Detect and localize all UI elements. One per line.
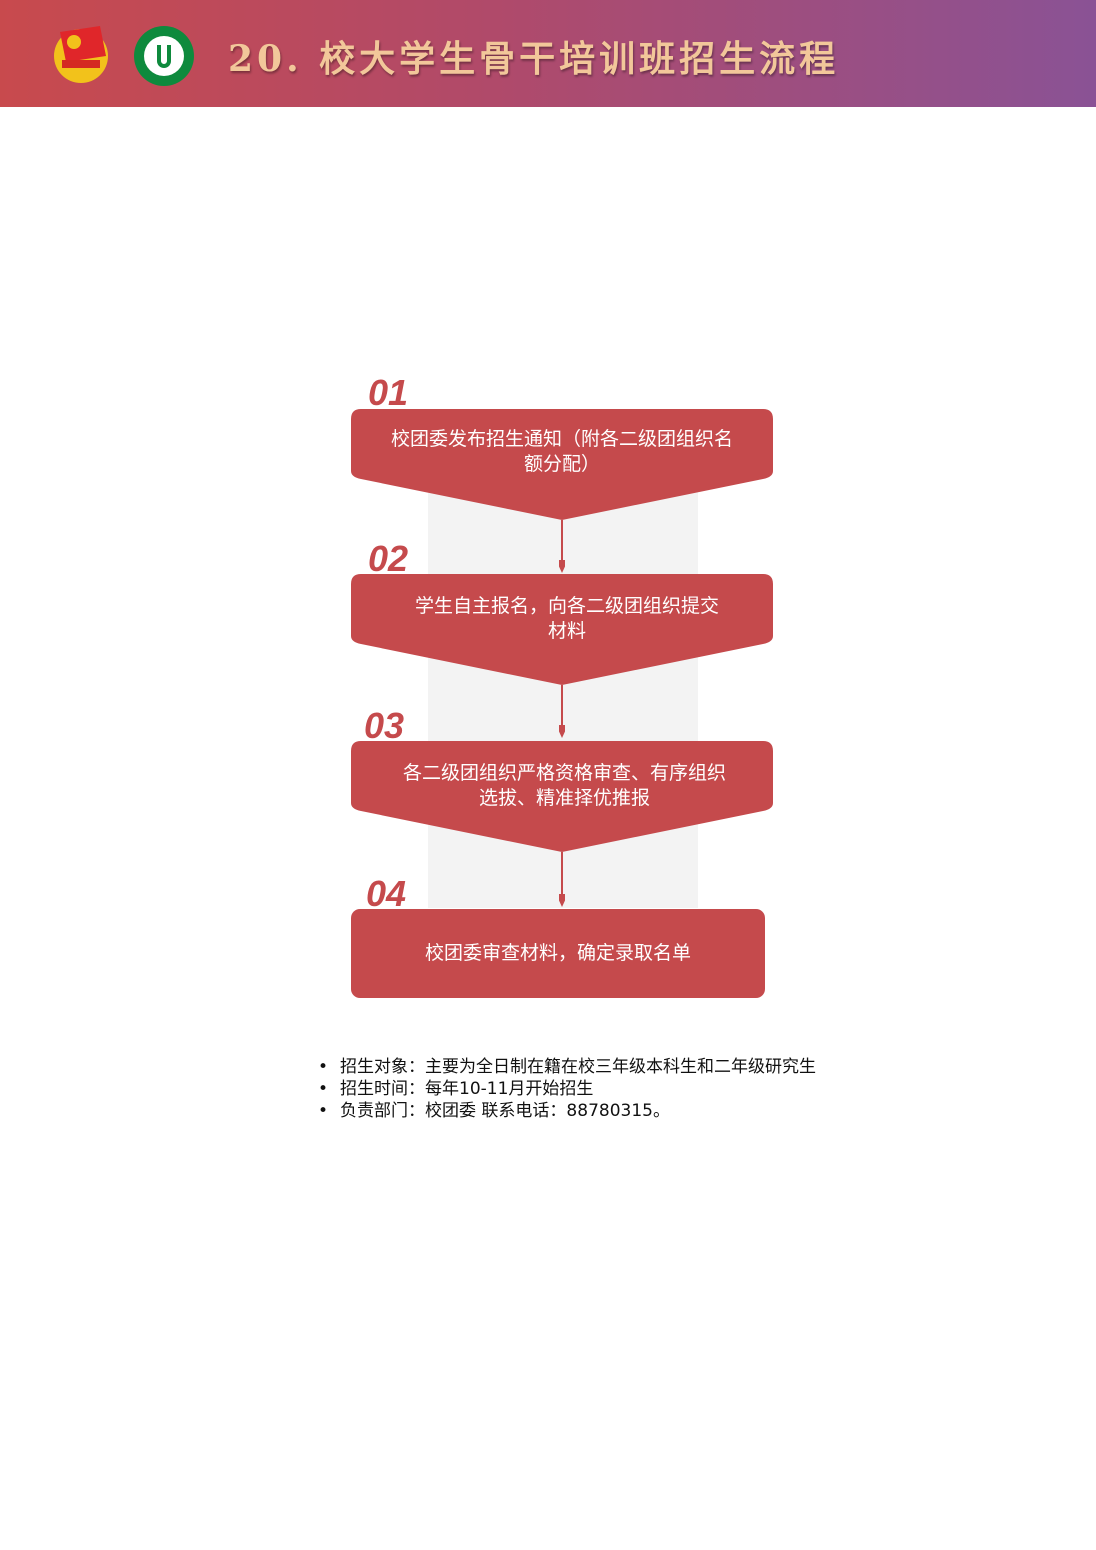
page-title: 20. 校大学生骨干培训班招生流程: [228, 38, 840, 80]
jiangsu-university-logo-icon: [134, 26, 194, 86]
step-text: 校团委审查材料，确定录取名单: [424, 942, 691, 964]
arrow-down-icon: [559, 685, 565, 738]
flow-step-1: 校团委发布招生通知（附各二级团组织名额分配）: [351, 409, 773, 521]
step-text: 学生自主报名，向各二级团组织提交材料: [414, 595, 719, 642]
step-text: 各二级团组织严格资格审查、有序组织选拔、精准择优推报: [402, 762, 726, 809]
note-time: 招生时间：每年10-11月开始招生: [318, 1078, 816, 1100]
flow-step-2: 学生自主报名，向各二级团组织提交材料: [351, 574, 773, 686]
step-number: 02: [368, 538, 409, 579]
step-text: 校团委发布招生通知（附各二级团组织名额分配）: [391, 428, 734, 475]
arrow-down-icon: [559, 520, 565, 573]
youth-league-emblem-icon: [54, 26, 108, 83]
note-target: 招生对象：主要为全日制在籍在校三年级本科生和二年级研究生: [318, 1056, 816, 1078]
notes-list: 招生对象：主要为全日制在籍在校三年级本科生和二年级研究生 招生时间：每年10-1…: [318, 1056, 816, 1122]
step-number: 03: [364, 705, 405, 746]
flow-step-4: 校团委审查材料，确定录取名单: [351, 909, 765, 998]
step-number: 04: [366, 873, 407, 914]
header-banner: 20. 校大学生骨干培训班招生流程: [0, 0, 1096, 107]
flow-step-3: 各二级团组织严格资格审查、有序组织选拔、精准择优推报: [351, 741, 773, 853]
note-contact: 负责部门：校团委 联系电话：88780315。: [318, 1100, 816, 1122]
step-number: 01: [368, 372, 409, 413]
arrow-down-icon: [559, 852, 565, 907]
